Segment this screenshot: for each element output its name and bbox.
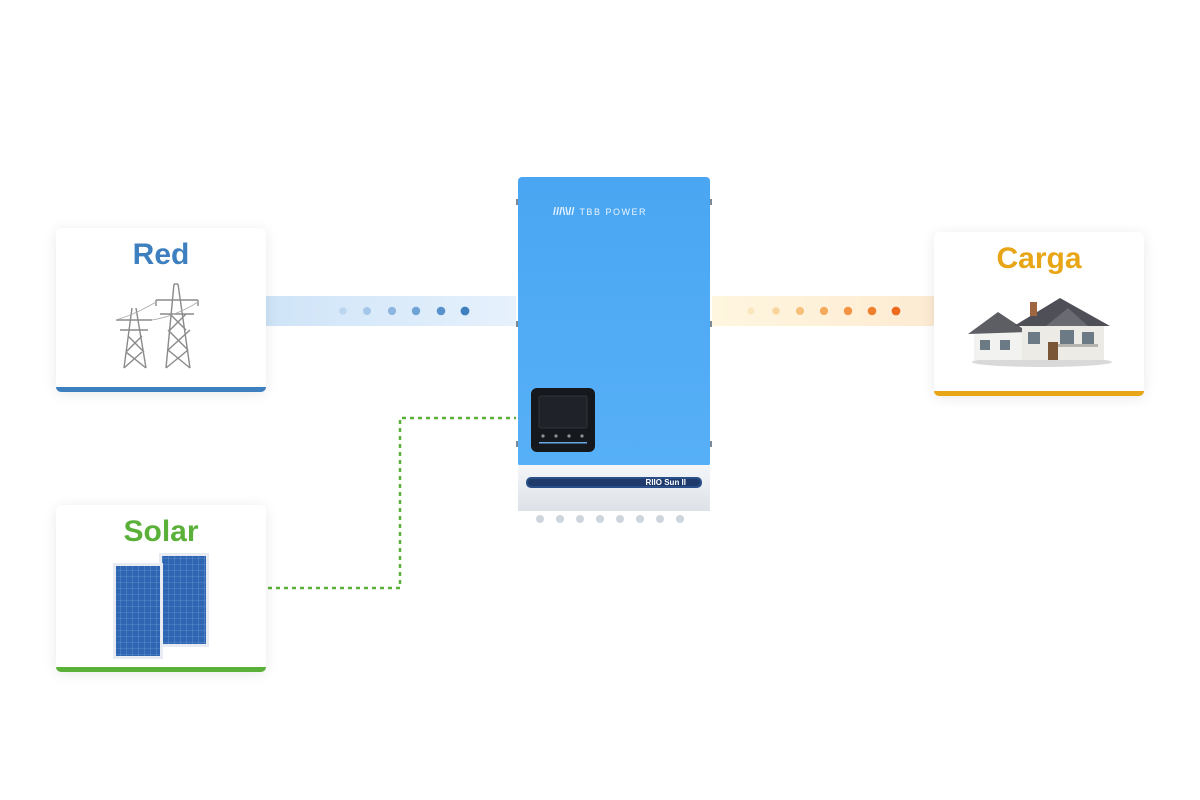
inverter-brand: ///\\// TBB POWER <box>0 206 1200 218</box>
house-icon <box>968 298 1112 367</box>
load-node-card: Carga <box>934 232 1144 396</box>
inverter-brand-label: TBB POWER <box>579 207 647 217</box>
grid-flow-dot <box>436 306 446 316</box>
brand-logo-icon: ///\\// <box>553 206 575 218</box>
solar-node-accent-bar <box>56 667 266 672</box>
load-node-label: Carga <box>996 242 1082 275</box>
load-flow-dot <box>747 307 755 315</box>
inverter-device <box>516 177 712 523</box>
grid-node-card: Red <box>56 228 266 392</box>
load-flow-dot <box>772 307 780 315</box>
grid-flow-dot <box>363 307 371 315</box>
inverter-buttons <box>541 434 584 438</box>
grid-node-label: Red <box>132 238 190 271</box>
transmission-tower-icon <box>115 283 199 369</box>
grid-flow-dot <box>339 307 347 315</box>
solar-node-card: Solar <box>56 505 266 672</box>
grid-node-accent-bar <box>56 387 266 392</box>
load-node-accent-bar <box>934 391 1144 396</box>
inverter-model-label: RIIO Sun II <box>645 478 686 487</box>
load-flow-dots <box>747 306 901 316</box>
solar-panel-icon <box>113 553 209 659</box>
grid-flow-dot <box>387 306 397 316</box>
grid-flow-dot <box>314 307 322 315</box>
load-flow-dot <box>867 306 877 316</box>
load-flow-dot <box>819 306 829 316</box>
grid-flow-dot <box>411 306 421 316</box>
load-flow-dot <box>891 306 901 316</box>
grid-flow-dot <box>460 306 470 316</box>
solar-connection-line <box>268 416 516 590</box>
load-flow-dot <box>843 306 853 316</box>
solar-node-label: Solar <box>123 515 199 548</box>
load-flow-dot <box>796 307 804 315</box>
grid-flow-dots <box>314 306 470 316</box>
